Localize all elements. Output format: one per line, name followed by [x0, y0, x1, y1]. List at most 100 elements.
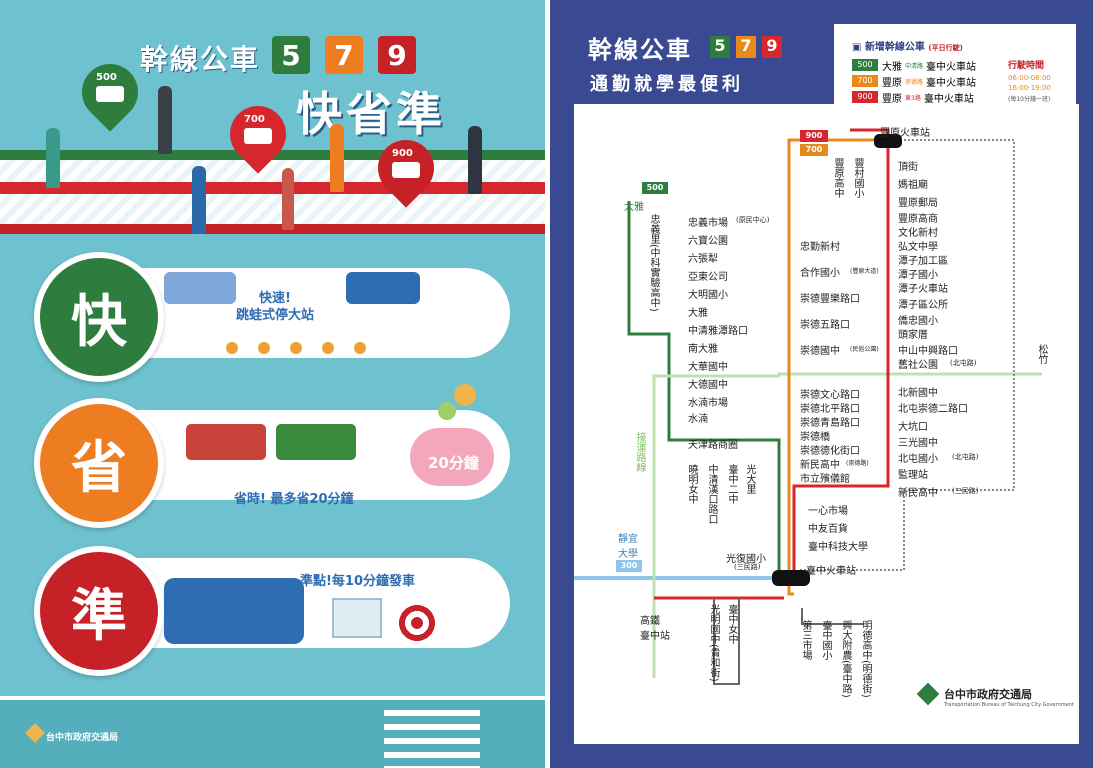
stripe-red-2	[0, 224, 545, 234]
stop-700-note: (民俗公園)	[850, 346, 879, 353]
route-500-line	[627, 201, 781, 578]
stop-700: 崇德文心路口	[800, 390, 860, 401]
stop-700-note: (豐原大道)	[850, 268, 879, 275]
person-icon	[192, 166, 206, 234]
pin-500-bus-icon	[96, 86, 124, 102]
person-icon	[468, 126, 482, 194]
poster-left: 幹線公車 5 7 9 快省準 500 700 900 快 快速! 跳蛙式停大站 …	[0, 0, 545, 768]
legend-from: 豐原	[882, 77, 902, 89]
stop-vertical: 明德高中(明德街)	[860, 620, 871, 698]
crosswalk	[384, 710, 480, 768]
stop-500: 大華國中	[688, 362, 728, 373]
stop-700: 崇德國中	[800, 346, 840, 357]
piggy-bank-icon	[410, 428, 494, 486]
stripe-white	[0, 160, 545, 182]
pin-700-bus-icon	[244, 128, 272, 144]
stop-vertical: 臺中二中	[726, 464, 737, 504]
stop-vertical: 豐原高中	[832, 158, 843, 198]
stop-500: 水湳	[688, 414, 708, 425]
stop-vertical: 臺中女中	[726, 604, 737, 644]
legend-time-note: (每10分鐘一班)	[1008, 96, 1051, 103]
pin-500-label: 500	[96, 72, 117, 83]
person-icon	[158, 86, 172, 154]
bus-icon	[164, 578, 304, 644]
feature-punctual-caption: 準點!每10分鐘發車	[300, 574, 416, 589]
person-icon	[282, 168, 294, 230]
stop-900: 媽祖廟	[898, 180, 928, 191]
legend-row-900: 900 豐原 東3路 臺中火車站	[852, 90, 974, 105]
stop-700: 崇德青島路口	[800, 418, 860, 429]
stop-guangfu: 光復國小	[726, 554, 766, 565]
route-lines	[574, 128, 1042, 685]
pin-700-label: 700	[244, 114, 265, 125]
stop-700-note: (崇德路)	[846, 460, 869, 467]
stop-500: 南大雅	[688, 344, 718, 355]
stop-500: 亞東公司	[688, 272, 728, 283]
transfer-line-label: 接運路線	[634, 432, 645, 472]
stop-700: 市立殯儀館	[800, 474, 850, 485]
legend-to: 臺中火車站	[926, 61, 977, 73]
tag-300: 300	[616, 560, 642, 572]
bus-icon: ▣	[852, 42, 865, 53]
stop-common: 中友百貨	[808, 524, 848, 535]
right-slogan: 通勤就學最便利	[590, 74, 744, 95]
pin-900-label: 900	[392, 148, 413, 159]
stop-500: 大雅	[688, 308, 708, 319]
stop-900: 弘文中學	[898, 242, 938, 253]
right-title: 幹線公車	[588, 36, 692, 64]
stop-500: 大德國中	[688, 380, 728, 391]
stop-900: 潭子加工區	[898, 256, 948, 267]
stop-500: 忠義市場	[688, 218, 728, 229]
stop-900: 頂街	[898, 162, 918, 173]
legend-from: 大雅	[882, 61, 902, 73]
stop-700: 新民高中	[800, 460, 840, 471]
south-line-1	[713, 598, 740, 685]
right-logo-sub: Transportation Bureau of Taichung City G…	[944, 702, 1074, 708]
pin-900-bus-icon	[392, 162, 420, 178]
stop-900-note: (北屯路)	[952, 453, 979, 461]
stop-vertical: 豐村國小	[852, 158, 863, 198]
station-dajia: 大雅	[624, 202, 644, 213]
stop-vertical: 忠義里(中科實驗高中)	[648, 214, 659, 312]
legend-heading-text: 新增幹線公車	[864, 42, 925, 53]
left-logo-text: 台中市政府交通局	[46, 733, 119, 743]
legend-time-1: 06:00-08:00	[1008, 74, 1051, 82]
stop-900: 潭子區公所	[898, 300, 948, 311]
legend-time-2: 16:00-19:00	[1008, 84, 1051, 92]
stop-900: 中山中興路口	[898, 346, 958, 357]
road-line	[0, 696, 545, 700]
legend-to: 臺中火車站	[926, 77, 977, 89]
south-line-2	[801, 608, 864, 625]
station-fengyuan: 豐原火車站	[880, 128, 930, 139]
stop-900: 三光國中	[898, 438, 938, 449]
stop-900: 舊社公園	[898, 360, 938, 371]
stop-900: 潭子火車站	[898, 284, 948, 295]
station-songzhu: 松竹	[1036, 344, 1047, 364]
station-jingyi: 靜宜 大學	[618, 534, 638, 560]
legend-from: 豐原	[882, 93, 902, 105]
stop-900: 新民高中	[898, 488, 938, 499]
legend-route-tag: 700	[852, 75, 878, 87]
bus-icon	[186, 424, 266, 460]
tag-700: 700	[800, 144, 828, 156]
bus-stop-icon	[332, 598, 382, 638]
right-num-9: 9	[762, 36, 782, 58]
stripe-white-2	[0, 194, 545, 224]
stop-vertical: 中清漢口路口	[706, 464, 717, 524]
bus-icon	[276, 424, 356, 460]
legend-time-label: 行駛時間	[1008, 61, 1045, 71]
stop-900: 大坑口	[898, 422, 928, 433]
route-num-9: 9	[378, 36, 416, 74]
target-icon	[394, 600, 440, 646]
route-num-7: 7	[325, 36, 363, 74]
poster-subtitle: 快省準	[296, 87, 446, 141]
stop-500: 六張犁	[688, 254, 718, 265]
stop-900: 僑忠國小	[898, 316, 938, 327]
tag-500: 500	[642, 182, 668, 194]
route-700-line	[787, 138, 879, 596]
feature-save-caption: 省時! 最多省20分鐘	[234, 492, 354, 507]
fengyuan-hub	[874, 134, 902, 148]
feature-fast-caption: 快速! 跳蛙式停大站	[236, 291, 315, 323]
legend-via: 中清路	[905, 62, 924, 70]
stop-700: 合作國小	[800, 268, 840, 279]
